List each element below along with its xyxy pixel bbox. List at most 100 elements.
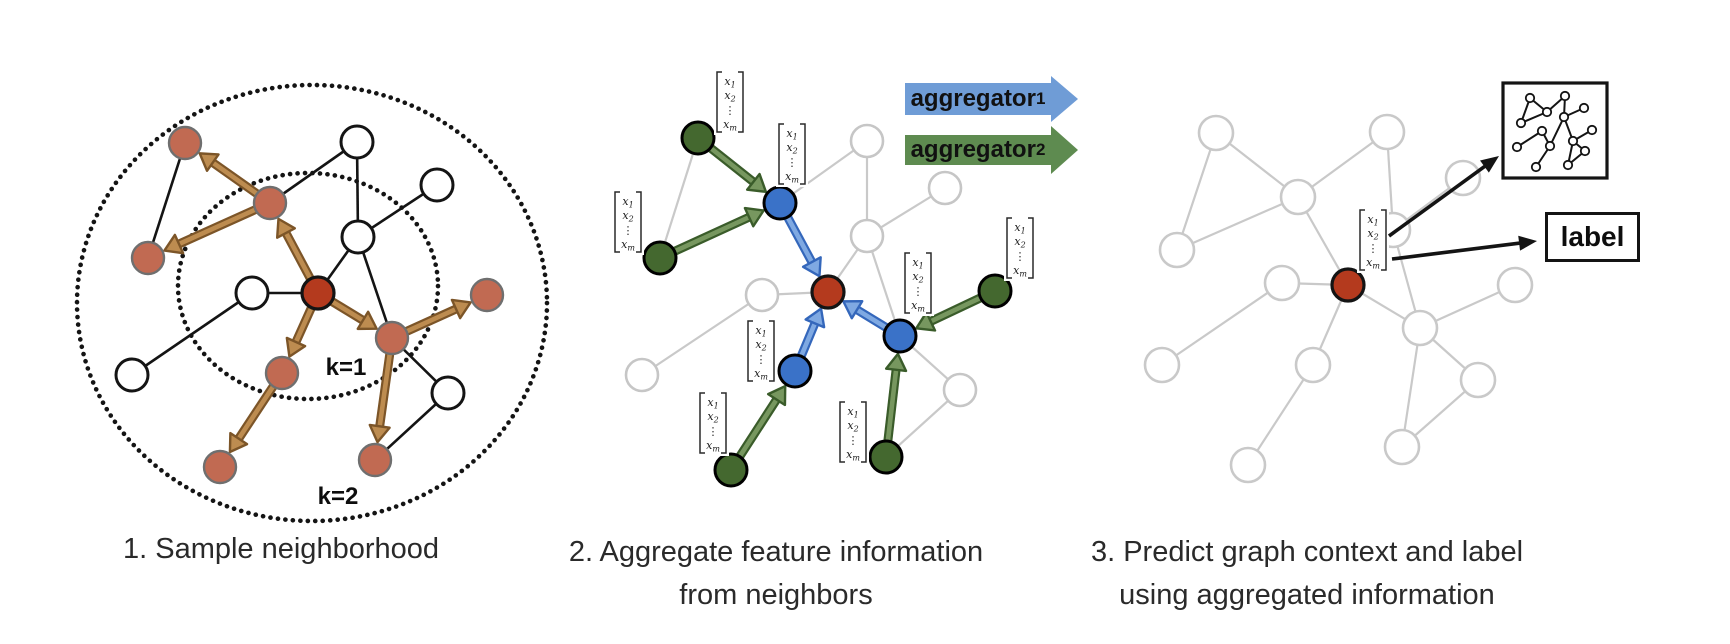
graph-node-salmon bbox=[202, 449, 238, 485]
target-node bbox=[300, 275, 336, 311]
svg-text:xm: xm bbox=[846, 448, 860, 463]
graph-node-blue bbox=[882, 318, 918, 354]
svg-text:xm: xm bbox=[754, 367, 768, 382]
aggregator2-arrowhead bbox=[1051, 126, 1078, 174]
graph-node-blue bbox=[777, 353, 813, 389]
svg-text:x2: x2 bbox=[786, 141, 797, 156]
graph-node-white2 bbox=[624, 357, 660, 393]
aggregator2-label: aggregator bbox=[910, 136, 1036, 163]
svg-text:x2: x2 bbox=[1014, 235, 1025, 250]
svg-text:⋮: ⋮ bbox=[848, 434, 859, 447]
neighborhood-ring-2 bbox=[175, 170, 441, 402]
graph-node-salmon bbox=[469, 277, 505, 313]
graph-node-white3 bbox=[1401, 309, 1439, 347]
graph-node-white3 bbox=[1459, 361, 1497, 399]
ring-label-k1: k=1 bbox=[325, 354, 367, 381]
svg-text:x2: x2 bbox=[912, 270, 923, 285]
prediction-arrow bbox=[1391, 235, 1537, 261]
caption-step3-line1: 3. Predict graph context and label bbox=[1090, 536, 1524, 568]
graph-edge bbox=[1176, 195, 1299, 252]
svg-text:x1: x1 bbox=[755, 324, 766, 339]
caption-step1: 1. Sample neighborhood bbox=[61, 528, 501, 571]
svg-text:x1: x1 bbox=[847, 405, 858, 420]
graph-node-white3 bbox=[1229, 446, 1267, 484]
svg-text:⋮: ⋮ bbox=[1368, 242, 1379, 255]
graph-node-white bbox=[430, 375, 466, 411]
graph-node-blue bbox=[762, 185, 798, 221]
graph-node-salmon bbox=[374, 320, 410, 356]
graph-node-white3 bbox=[1143, 346, 1181, 384]
caption-step2-line2: from neighbors bbox=[679, 579, 873, 611]
graph-node-salmon bbox=[264, 355, 300, 391]
caption-step1-line1: 1. Sample neighborhood bbox=[122, 533, 439, 565]
graph-edge bbox=[1400, 327, 1422, 448]
graph-edge bbox=[269, 140, 358, 205]
target-node bbox=[1330, 267, 1366, 303]
target-node bbox=[810, 274, 846, 310]
graph-node-salmon bbox=[130, 240, 166, 276]
panel-1-sample-neighborhood bbox=[74, 82, 550, 524]
graph-edge bbox=[1247, 364, 1314, 466]
graph-node-salmon bbox=[357, 442, 393, 478]
graph-edge bbox=[641, 294, 763, 376]
graph-node-white bbox=[234, 275, 270, 311]
graph-edge bbox=[865, 235, 902, 337]
label-box-text: label bbox=[1560, 221, 1625, 252]
graph-node-green bbox=[680, 120, 716, 156]
svg-text:x2: x2 bbox=[622, 209, 633, 224]
neighborhood-ring-1 bbox=[74, 82, 550, 524]
graph-edge bbox=[658, 137, 700, 259]
graph-node-white2 bbox=[942, 372, 978, 408]
svg-text:⋮: ⋮ bbox=[708, 425, 719, 438]
aggregator1-arrowhead bbox=[1051, 76, 1078, 122]
graph-node-white bbox=[339, 124, 375, 160]
svg-text:x1: x1 bbox=[707, 396, 718, 411]
graph-node-green bbox=[868, 439, 904, 475]
graph-node-white bbox=[419, 167, 455, 203]
svg-text:x1: x1 bbox=[622, 195, 633, 210]
svg-text:xm: xm bbox=[706, 439, 720, 454]
graph-edge bbox=[356, 236, 394, 339]
graph-node-green bbox=[642, 240, 678, 276]
svg-text:x2: x2 bbox=[847, 419, 858, 434]
graph-node-white3 bbox=[1197, 114, 1235, 152]
graph-node-white2 bbox=[849, 123, 885, 159]
graph-node-white3 bbox=[1158, 231, 1196, 269]
svg-text:x1: x1 bbox=[912, 256, 923, 271]
svg-text:xm: xm bbox=[1013, 264, 1027, 279]
graph-node-white2 bbox=[744, 277, 780, 313]
svg-text:xm: xm bbox=[1366, 256, 1380, 271]
caption-step3: 3. Predict graph context and label using… bbox=[1081, 531, 1533, 617]
graph-edge bbox=[1297, 131, 1388, 198]
caption-step2: 2. Aggregate feature information from ne… bbox=[556, 531, 996, 617]
graph-node-salmon bbox=[252, 185, 288, 221]
graph-node-green bbox=[977, 273, 1013, 309]
caption-step3-line2: using aggregated information bbox=[1119, 579, 1495, 611]
label-box: label bbox=[1545, 212, 1640, 262]
graph-node-white bbox=[114, 357, 150, 393]
svg-text:x2: x2 bbox=[707, 410, 718, 425]
graph-edge bbox=[131, 291, 253, 377]
graph-node-white3 bbox=[1263, 264, 1301, 302]
graph-node-white bbox=[340, 219, 376, 255]
graph-node-white3 bbox=[1279, 178, 1317, 216]
graph-context-box bbox=[1501, 81, 1609, 180]
svg-text:xm: xm bbox=[723, 118, 737, 133]
svg-text:x2: x2 bbox=[1367, 227, 1378, 242]
graph-node-white2 bbox=[849, 218, 885, 254]
svg-text:x2: x2 bbox=[724, 89, 735, 104]
svg-text:⋮: ⋮ bbox=[756, 353, 767, 366]
svg-text:xm: xm bbox=[785, 170, 799, 185]
ring-label-k2: k=2 bbox=[317, 483, 359, 510]
